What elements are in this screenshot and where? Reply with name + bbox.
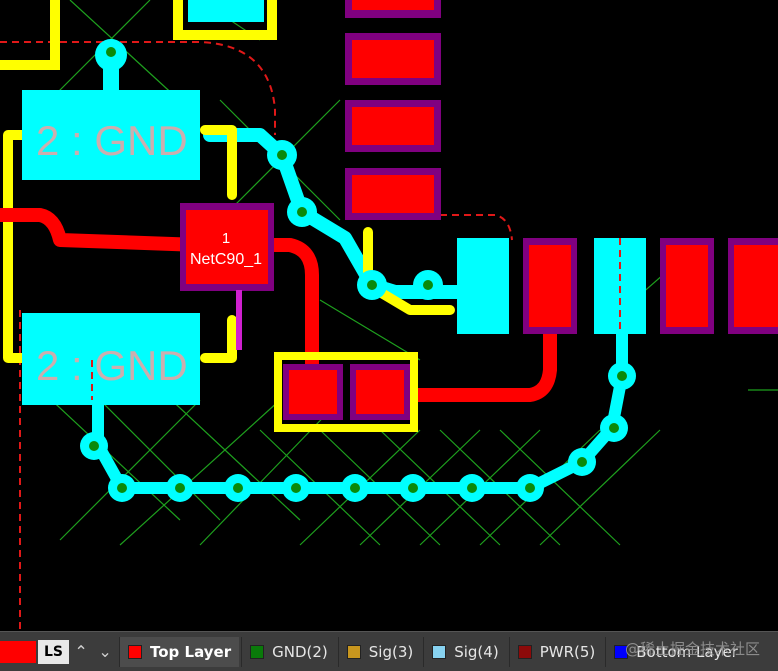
silkscreen-top bbox=[0, 0, 277, 70]
layer-set-button[interactable]: LS bbox=[38, 639, 70, 664]
chevron-up-icon[interactable]: ⌃ bbox=[74, 642, 88, 661]
tab-label: GND(2) bbox=[272, 642, 328, 661]
pcb-canvas[interactable]: 2 : GND 2 : GND 1 NetC90_1 bbox=[0, 0, 778, 631]
tab-top-layer[interactable]: Top Layer bbox=[119, 636, 240, 667]
layer-tab-bar: LS ⌃ ⌄ Top Layer GND(2) Sig(3) Sig(4) PW… bbox=[0, 631, 778, 671]
current-layer-swatch bbox=[0, 640, 36, 663]
tab-pwr5[interactable]: PWR(5) bbox=[508, 636, 604, 667]
top-layer-swatch bbox=[128, 644, 143, 659]
gnd-pad-top-label: 2 : GND bbox=[36, 117, 188, 164]
keepout-outline bbox=[0, 41, 513, 631]
tab-sig4[interactable]: Sig(4) bbox=[423, 636, 506, 667]
gnd-pad-bottom[interactable] bbox=[22, 313, 200, 405]
keepout-vertical bbox=[91, 238, 621, 400]
tab-label: PWR(5) bbox=[539, 642, 596, 661]
sig3-swatch bbox=[346, 644, 361, 659]
tab-sig3[interactable]: Sig(3) bbox=[337, 636, 421, 667]
smd-pad-column bbox=[345, 0, 441, 220]
tab-label: Sig(3) bbox=[368, 642, 414, 661]
via-pad-top bbox=[188, 0, 264, 22]
gnd2-swatch bbox=[250, 644, 265, 659]
via-chain[interactable] bbox=[80, 47, 636, 502]
red-traces bbox=[0, 208, 557, 402]
silkscreen-gnd-part bbox=[3, 125, 455, 363]
tab-gnd2[interactable]: GND(2) bbox=[241, 636, 336, 667]
gnd-pad-bottom-label: 2 : GND bbox=[36, 342, 188, 389]
pwr5-swatch bbox=[517, 644, 532, 659]
component-outline bbox=[274, 352, 418, 432]
net-pad-name: NetC90_1 bbox=[190, 251, 262, 268]
tab-label: Top Layer bbox=[150, 642, 232, 661]
pad-row-right bbox=[457, 238, 778, 334]
sig4-swatch bbox=[432, 644, 447, 659]
tab-label: Bottom Layer bbox=[636, 642, 738, 661]
chevron-down-icon[interactable]: ⌄ bbox=[98, 642, 112, 661]
net-pad-number: 1 bbox=[222, 230, 230, 247]
watermark-text: @稀土掘金技术社区 bbox=[624, 640, 760, 658]
tab-bottom-layer[interactable]: Bottom Layer bbox=[605, 636, 746, 667]
tab-label: Sig(4) bbox=[454, 642, 499, 661]
bottom-layer-swatch bbox=[614, 644, 629, 659]
gnd-pad-top[interactable] bbox=[22, 90, 200, 180]
